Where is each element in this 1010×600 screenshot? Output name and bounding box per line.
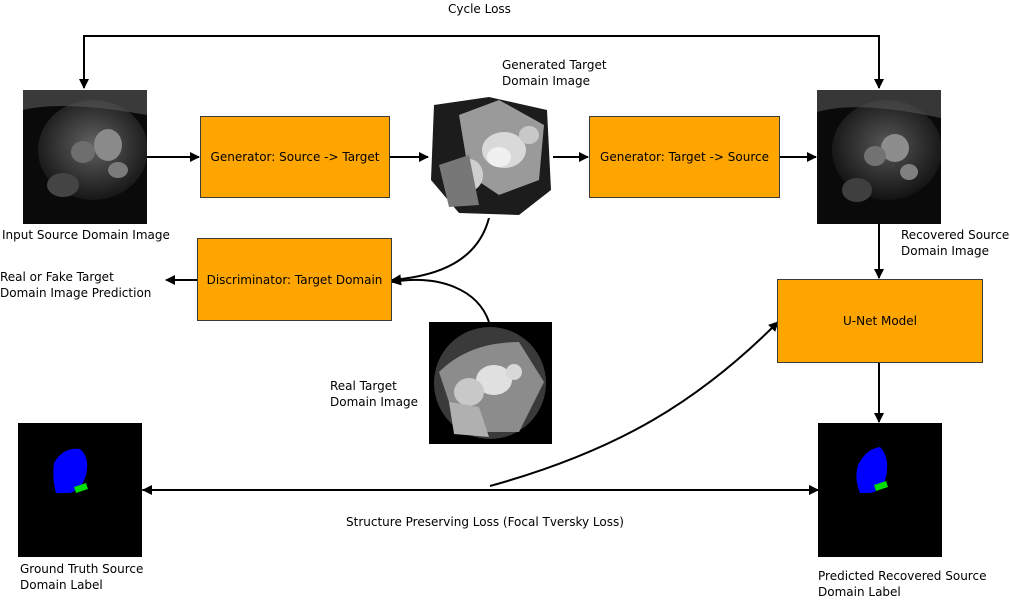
cycle-loss-arrow-right xyxy=(480,35,884,89)
generated-target-image xyxy=(429,95,553,218)
cycle-loss-label: Cycle Loss xyxy=(448,2,511,16)
unet-model-box: U-Net Model xyxy=(777,279,983,363)
ground-truth-label-image xyxy=(18,423,142,557)
discriminator-box: Discriminator: Target Domain xyxy=(197,238,392,321)
generated-target-label: Generated Target Domain Image xyxy=(502,58,607,88)
predicted-label-image xyxy=(818,423,942,557)
recovered-source-label: Recovered Source Domain Image xyxy=(901,228,1010,258)
segmentation-label-predicted-icon xyxy=(818,423,942,557)
cardiac-mri-recovered-icon xyxy=(817,90,941,224)
real-or-fake-label: Real or Fake Target Domain Image Predict… xyxy=(0,270,152,300)
generator-target-to-source-box: Generator: Target -> Source xyxy=(589,116,780,198)
cardiac-mri-icon xyxy=(23,90,147,224)
predicted-label-caption: Predicted Recovered Source Domain Label xyxy=(818,569,987,599)
real-target-image xyxy=(429,322,552,444)
generator-source-to-target-box: Generator: Source -> Target xyxy=(200,116,390,198)
ground-truth-label: Ground Truth Source Domain Label xyxy=(20,562,144,592)
recovered-source-image xyxy=(817,90,941,224)
segmentation-label-icon xyxy=(18,423,142,557)
cycle-loss-arrow-left xyxy=(79,35,480,89)
structure-loss-label: Structure Preserving Loss (Focal Tversky… xyxy=(346,515,624,529)
arrow-loss-to-unet xyxy=(489,321,779,487)
arrow-real-to-disc xyxy=(391,275,490,323)
arrow-generated-to-disc xyxy=(391,217,490,285)
real-target-label: Real Target Domain Image xyxy=(330,379,418,409)
cardiac-ct-real-icon xyxy=(429,322,552,444)
input-source-image xyxy=(23,90,147,224)
cardiac-ct-generated-icon xyxy=(429,95,553,218)
input-source-label: Input Source Domain Image xyxy=(2,228,170,242)
